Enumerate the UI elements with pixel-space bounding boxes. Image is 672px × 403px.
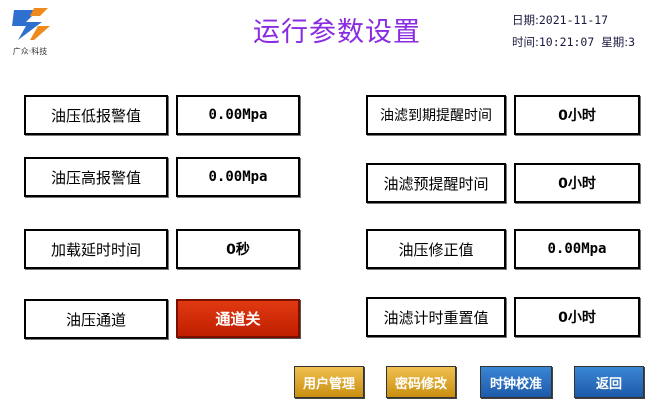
clock-calibration-button[interactable]: 时钟校准 [480,366,552,398]
oil-pressure-correction-label: 油压修正值 [366,229,506,269]
oil-pressure-channel-toggle[interactable]: 通道关 [176,299,300,338]
back-button[interactable]: 返回 [574,366,644,398]
load-delay-time-label: 加载延时时间 [24,229,168,269]
weekday-value: 3 [628,35,636,49]
weekday-label: 星期: [601,35,629,49]
load-delay-time-input[interactable]: 0秒 [176,229,300,269]
company-logo: 广众·科技 [4,4,56,60]
filter-due-reminder-input[interactable]: 0小时 [514,95,640,135]
filter-due-reminder-label: 油滤到期提醒时间 [366,95,506,135]
oil-pressure-channel-label: 油压通道 [24,299,168,339]
filter-timer-reset-label: 油滤计时重置值 [366,297,506,337]
oil-pressure-correction-input[interactable]: 0.00Mpa [514,229,640,269]
filter-pre-reminder-input[interactable]: 0小时 [514,163,640,203]
oil-pressure-low-alarm-label: 油压低报警值 [24,95,168,135]
time-label: 时间: [512,35,539,49]
date-display: 日期:2021-11-17 [512,12,608,28]
oil-pressure-high-alarm-input[interactable]: 0.00Mpa [176,157,300,197]
logo-icon [12,8,50,40]
page-title: 运行参数设置 [253,17,421,48]
date-label: 日期: [512,13,539,27]
date-value: 2021-11-17 [538,13,609,27]
oil-pressure-low-alarm-input[interactable]: 0.00Mpa [176,95,300,135]
filter-timer-reset-input[interactable]: 0小时 [514,297,640,337]
filter-pre-reminder-label: 油滤预提醒时间 [366,163,506,203]
user-management-button[interactable]: 用户管理 [294,366,364,398]
time-value: 10:21:07 [538,35,595,49]
logo-text: 广众·科技 [12,47,48,56]
time-display: 时间:10:21:07 星期:3 [512,34,635,50]
password-change-button[interactable]: 密码修改 [386,366,456,398]
oil-pressure-high-alarm-label: 油压高报警值 [24,157,168,197]
